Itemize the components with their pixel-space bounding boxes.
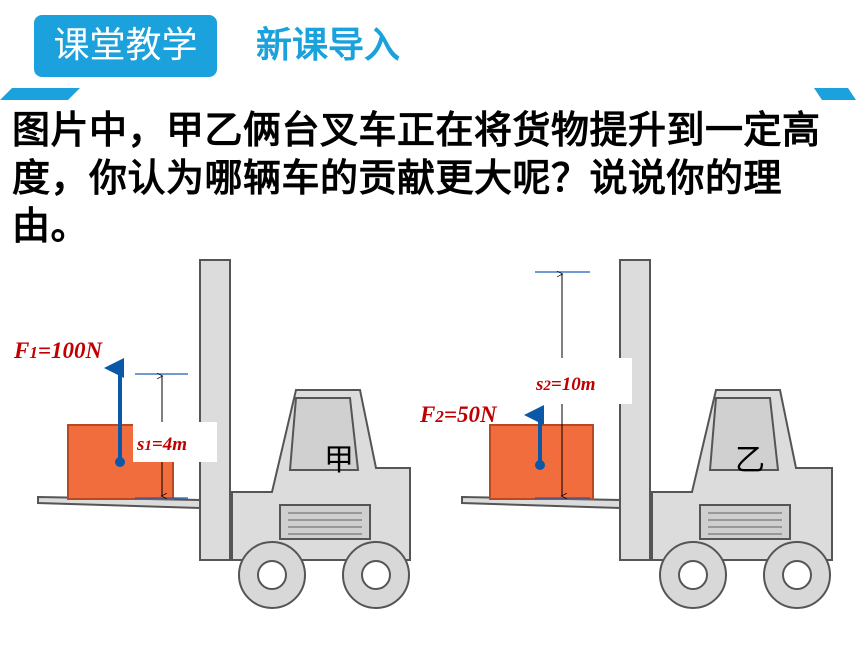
engine-panel-right <box>699 504 791 540</box>
engine-grille-right <box>708 512 782 535</box>
dist-label-box-left <box>133 422 217 462</box>
right-header-stripe <box>814 88 856 100</box>
forklift-right <box>461 259 833 609</box>
forklift-left <box>37 259 411 609</box>
engine-panel-left <box>279 504 371 540</box>
dist-label-left: s1=4m <box>136 434 187 455</box>
dist-label-box-right <box>530 358 632 404</box>
left-header-stripe <box>0 88 80 100</box>
front-hub-right <box>782 560 812 590</box>
cab-window-right <box>708 397 780 471</box>
force-label-right: F2=50N <box>419 402 498 427</box>
force-origin-left <box>115 457 125 467</box>
force-origin-right <box>535 460 545 470</box>
cab-label-left: 甲 <box>324 443 354 478</box>
mast-left <box>199 259 231 561</box>
section-tag: 课堂教学 <box>34 15 217 77</box>
force-label-left: F1=100N <box>13 338 103 363</box>
dist-label-right: s2=10m <box>535 374 596 395</box>
cab-window-left <box>288 397 360 471</box>
question-text: 图片中，甲乙俩台叉车正在将货物提升到一定高度，你认为哪辆车的贡献更大呢？说说你的… <box>12 108 821 248</box>
cab-label-right: 乙 <box>735 443 765 478</box>
section-title: 新课导入 <box>256 25 401 66</box>
front-hub-left <box>361 560 391 590</box>
mast-right <box>619 259 651 561</box>
rear-hub-right <box>678 560 708 590</box>
rear-hub-left <box>257 560 287 590</box>
engine-grille-left <box>288 512 362 535</box>
